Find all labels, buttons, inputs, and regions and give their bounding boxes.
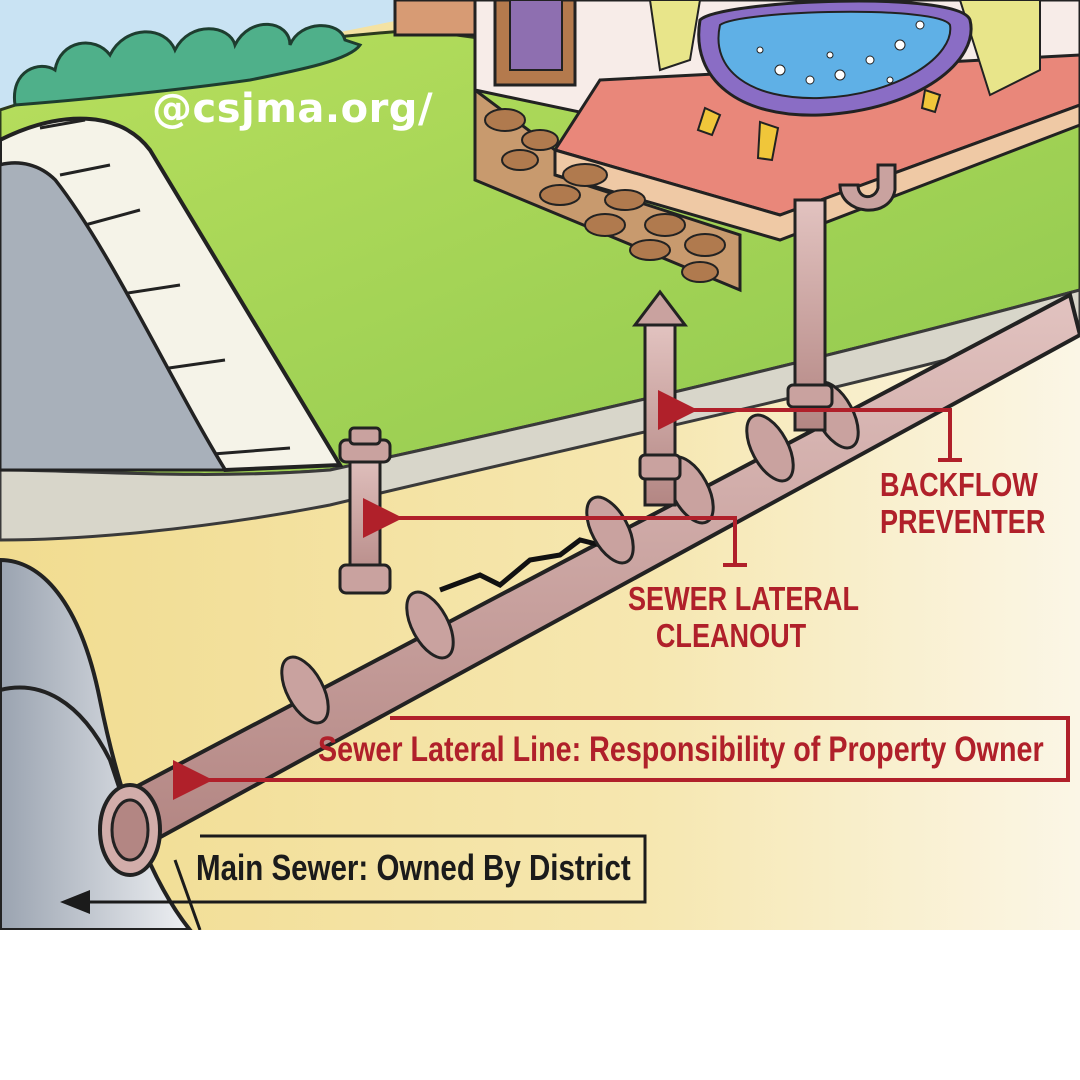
main-sewer-callout (60, 834, 647, 930)
house-drain-pipe (786, 163, 897, 432)
bushes (13, 22, 363, 107)
lateral-line (98, 292, 1080, 877)
main-sewer-rim (0, 685, 132, 821)
street (0, 161, 228, 472)
cleanout-label-line1: SEWER LATERAL (628, 580, 860, 617)
ground-band (0, 288, 1080, 542)
main-sewer-pipe (0, 557, 193, 930)
cleanout-arrow (363, 498, 737, 565)
lateral-arrow (173, 716, 1070, 800)
sewer-lateral-cleanout (338, 426, 392, 595)
watermark-text: @csjma.org/ (152, 86, 434, 132)
backflow-preventer-label: BACKFLOW PREVENTER (880, 466, 1045, 540)
main-sewer-label: Main Sewer: Owned By District (196, 847, 631, 888)
cleanout-label-line2: CLEANOUT (655, 617, 807, 654)
backflow-arrow (658, 390, 952, 460)
callout-arrows (173, 390, 1070, 800)
backflow-label-line2: PREVENTER (880, 503, 1046, 540)
cleanout-label: SEWER LATERAL CLEANOUT (628, 580, 859, 654)
lateral-line-label: Sewer Lateral Line: Responsibility of Pr… (318, 730, 1044, 769)
diagram-illustration (0, 0, 1080, 930)
house (393, 0, 1080, 293)
backflow-label-line1: BACKFLOW (880, 466, 1038, 503)
